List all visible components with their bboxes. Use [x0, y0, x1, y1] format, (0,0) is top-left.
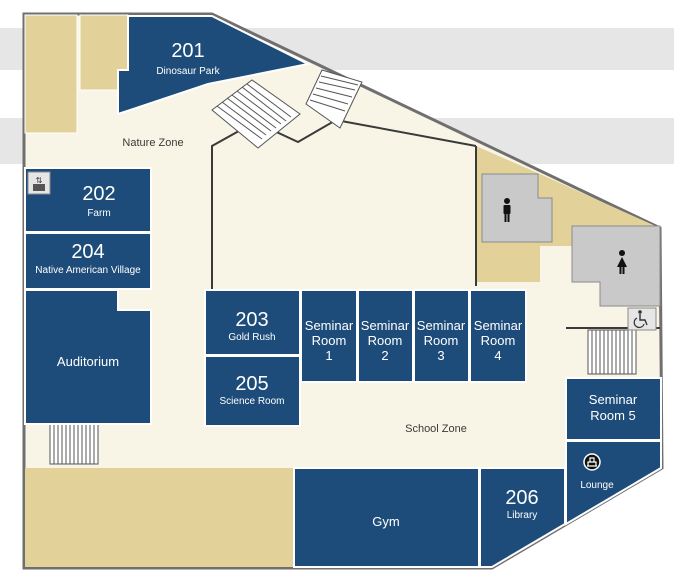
school-zone-label: School Zone: [405, 423, 467, 435]
seminar-room-1[interactable]: Seminar Room 1: [300, 289, 358, 383]
room-201-number: 201: [171, 40, 204, 62]
room-203-number: 203: [235, 309, 268, 331]
seminar-room-5-line2: Room 5: [590, 408, 636, 423]
service-area: [25, 468, 293, 567]
room-203[interactable]: 203 Gold Rush: [204, 289, 301, 356]
seminar-room-3-line3: 3: [437, 348, 444, 363]
room-205-name: Science Room: [219, 396, 284, 407]
seminar-room-2[interactable]: Seminar Room 2: [357, 289, 414, 383]
seminar-room-2-line2: Room: [368, 333, 403, 348]
room-204[interactable]: 204 Native American Village: [24, 232, 152, 290]
room-206[interactable]: 206 Library: [479, 467, 566, 568]
seminar-room-1-line2: Room: [312, 333, 347, 348]
seminar-room-4-line2: Room: [481, 333, 516, 348]
room-202-name: Farm: [87, 208, 110, 219]
stairs: [49, 423, 99, 465]
elevator-icon: ⇅: [27, 171, 51, 195]
seminar-room-4-line3: 4: [494, 348, 501, 363]
room-206-number: 206: [505, 487, 538, 509]
seminar-room-2-line1: Seminar: [361, 318, 410, 333]
stairs: [211, 79, 301, 149]
auditorium-name: Auditorium: [57, 354, 119, 369]
svg-text:⇅: ⇅: [36, 176, 43, 185]
seminar-room-3[interactable]: Seminar Room 3: [413, 289, 470, 383]
womens-restroom-icon: [617, 250, 627, 274]
room-201[interactable]: 201 Dinosaur Park: [117, 15, 312, 116]
seminar-room-3-line2: Room: [424, 333, 459, 348]
seminar-room-3-line1: Seminar: [417, 318, 466, 333]
nature-zone-label: Nature Zone: [122, 137, 183, 149]
room-201-name: Dinosaur Park: [156, 66, 220, 77]
mens-restroom: [481, 173, 553, 243]
wheelchair-icon: [627, 307, 657, 331]
room-206-name: Library: [507, 510, 538, 521]
mens-restroom-icon: [503, 198, 511, 222]
gym-name: Gym: [372, 514, 399, 529]
stairs: [587, 329, 637, 375]
room-205[interactable]: 205 Science Room: [204, 355, 301, 427]
seminar-room-2-line3: 2: [381, 348, 388, 363]
seminar-room-4[interactable]: Seminar Room 4: [469, 289, 527, 383]
room-205-number: 205: [235, 373, 268, 395]
auditorium[interactable]: Auditorium: [24, 289, 152, 425]
lounge-name: Lounge: [580, 480, 614, 491]
room-204-number: 204: [71, 241, 104, 263]
room-203-name: Gold Rush: [228, 332, 275, 343]
lounge[interactable]: Lounge: [565, 440, 662, 526]
gym[interactable]: Gym: [293, 467, 480, 568]
seminar-room-5-line1: Seminar: [589, 392, 638, 407]
seminar-room-1-line3: 1: [325, 348, 332, 363]
room-204-name: Native American Village: [35, 265, 141, 276]
room-202-number: 202: [82, 183, 115, 205]
seminar-room-5[interactable]: Seminar Room 5: [565, 377, 662, 441]
stairs: [305, 69, 363, 129]
seminar-room-4-line1: Seminar: [474, 318, 523, 333]
service-area: [24, 14, 78, 134]
seminar-room-1-line1: Seminar: [305, 318, 354, 333]
womens-restroom: [571, 225, 661, 307]
